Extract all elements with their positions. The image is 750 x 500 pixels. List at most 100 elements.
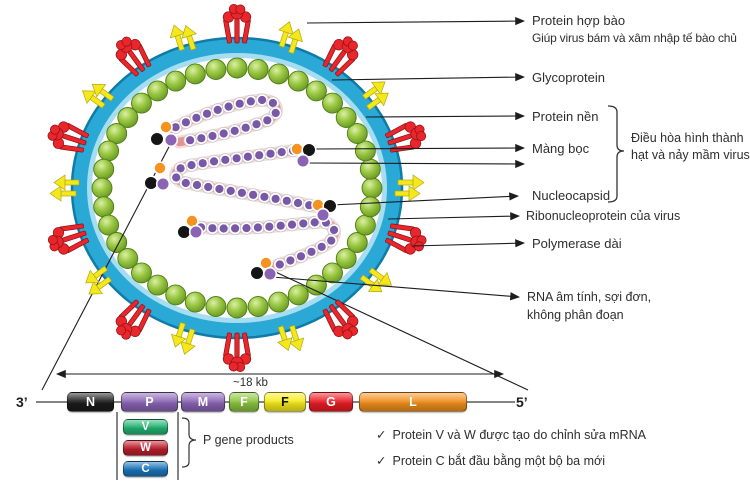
nucleocapsid-beads [169, 93, 341, 272]
leader-envelope-2 [305, 159, 526, 169]
ribonucleoprotein-complex [165, 93, 341, 275]
matrix-bead [131, 262, 152, 284]
note-v-w-editing: ✓ Protein V và W được tạo do chỉnh sửa mR… [376, 427, 646, 442]
matrix-bead [117, 107, 139, 128]
matrix-bead [106, 123, 128, 144]
leader-glycoprotein [331, 73, 526, 82]
glycoprotein-spike [222, 332, 252, 372]
matrix-bead [359, 196, 381, 218]
leader-rnp [387, 212, 521, 221]
fusion-protein-spike [170, 322, 196, 355]
surface-spikes [47, 4, 427, 372]
black-polymerase-dot [149, 131, 165, 147]
gene-box-L: L [359, 392, 467, 412]
glycoprotein-spike [322, 36, 359, 77]
purple-protein-dot [155, 176, 171, 192]
black-polymerase-dot [143, 175, 159, 191]
genome-scale-label: ~18 kb [233, 377, 268, 389]
glycoprotein-spike [222, 4, 252, 44]
check-icon: ✓ [376, 428, 387, 442]
matrix-bead [305, 274, 327, 296]
matrix-bead [268, 291, 290, 313]
matrix-bead [93, 196, 115, 218]
label-nucleocapsid: Nucleocapsid [532, 188, 611, 203]
matrix-bead [226, 297, 248, 319]
fusion-protein-spike [169, 24, 197, 52]
label-glycoprotein: Glycoprotein [532, 70, 605, 85]
black-polymerase-dot [249, 265, 265, 281]
note-c-start-codon: ✓Protein C bắt đầu bằng một bộ ba mới [376, 453, 605, 468]
leader-envelope [311, 143, 526, 153]
matrix-bead [359, 158, 381, 180]
leader-nucleocapsid [330, 192, 520, 206]
matrix-protein-ring [91, 57, 383, 319]
matrix-bead [346, 123, 368, 144]
purple-protein-dot [315, 207, 331, 223]
matrix-bead [205, 59, 227, 80]
matrix-bead [268, 63, 290, 85]
purple-protein-dot [163, 132, 179, 148]
label-rna-1: RNA âm tính, sợi đơn, [527, 290, 652, 304]
fusion-protein-spike [49, 174, 80, 202]
purple-protein-dot [188, 224, 204, 240]
matrix-bead [305, 80, 327, 102]
label-rnp: Ribonucleoprotein của virus [526, 209, 681, 223]
matrix-bead [287, 284, 309, 306]
p-product-box-C: C [123, 461, 168, 477]
purple-protein-dot [295, 153, 311, 169]
leader-fusion-protein [306, 16, 526, 26]
glycoprotein-spike [115, 299, 152, 340]
orange-protein-dot [290, 142, 304, 156]
note-text: Protein V và W được tạo do chỉnh sửa mRN… [392, 428, 646, 442]
glycoprotein-spike [322, 299, 359, 340]
leader-matrix-protein [365, 111, 526, 121]
genome-3prime-label: 3’ [16, 394, 28, 410]
matrix-bead [91, 177, 113, 199]
glycoprotein-spike [115, 36, 152, 77]
fusion-protein-spike [277, 324, 305, 352]
matrix-bead [117, 248, 139, 269]
orange-protein-dot [159, 120, 173, 134]
matrix-bead [131, 92, 152, 114]
glycoprotein-spike [47, 121, 90, 153]
matrix-bead [335, 107, 357, 128]
matrix-bead [226, 57, 248, 79]
label-regulation-2: hạt và nảy mầm virus [631, 148, 750, 162]
black-polymerase-dot [176, 224, 192, 240]
matrix-bead [98, 214, 120, 236]
fusion-protein-spike [85, 265, 112, 295]
gene-box-M: M [181, 392, 225, 412]
matrix-bead [322, 262, 343, 284]
label-envelope: Màng bọc [532, 141, 590, 156]
matrix-bead [165, 284, 187, 306]
p-products-label: P gene products [203, 433, 294, 447]
leader-lines [271, 16, 526, 301]
matrix-bead [184, 63, 206, 85]
matrix-bead [247, 59, 269, 80]
matrix-bead [354, 140, 376, 162]
check-icon: ✓ [376, 454, 387, 468]
gene-box-P: P [121, 392, 178, 412]
regulation-bracket [607, 105, 625, 203]
leader-polymerase [411, 239, 526, 248]
brackets [116, 105, 625, 480]
matrix-bead [165, 70, 187, 92]
purple-protein-dot [262, 266, 278, 282]
glycoprotein-spike [384, 223, 427, 255]
fusion-protein-spike [278, 21, 304, 54]
fusion-protein-spike [82, 83, 115, 109]
matrix-bead [98, 140, 120, 162]
genome-5prime-label: 5’ [516, 394, 528, 410]
label-fusion-sub: Giúp virus bám và xâm nhập tế bào chủ [532, 31, 737, 45]
matrix-bead [205, 296, 227, 317]
projection-line-right [266, 267, 529, 391]
matrix-bead [287, 70, 309, 92]
matrix-bead [346, 232, 368, 253]
gene-box-F-yellow: F [264, 392, 306, 412]
matrix-bead [247, 296, 269, 317]
matrix-bead [335, 248, 357, 269]
p-product-box-V: V [123, 419, 168, 435]
matrix-bead [354, 214, 376, 236]
black-polymerase-dot [301, 142, 317, 158]
